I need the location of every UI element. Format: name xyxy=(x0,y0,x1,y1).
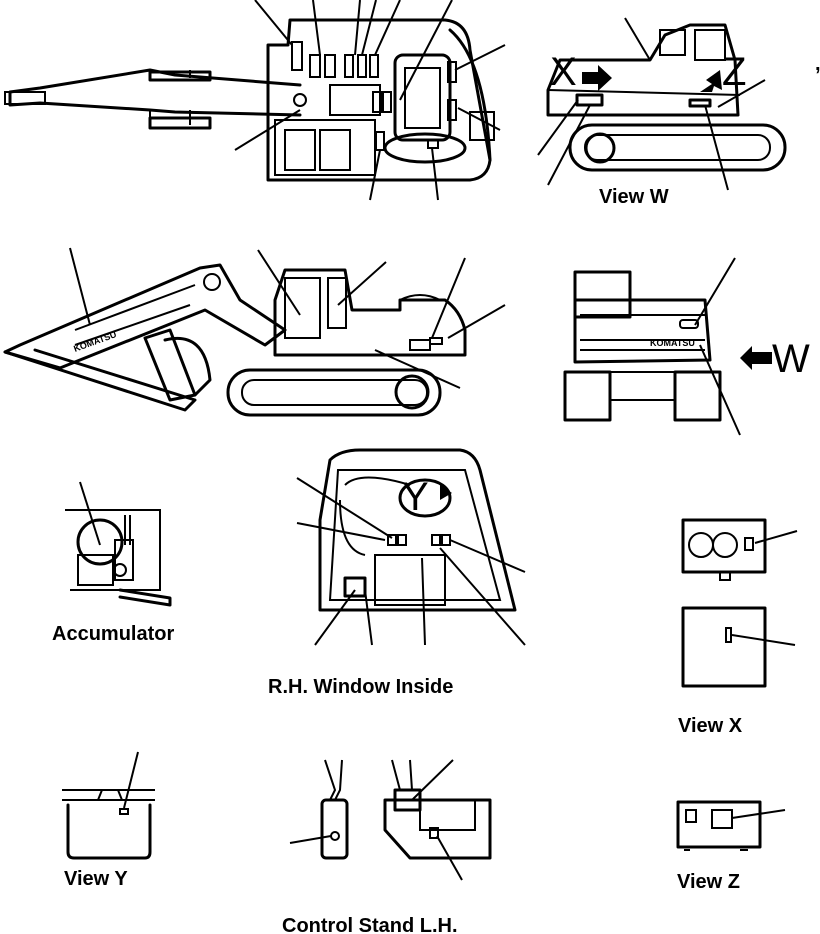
view-y-detail: View Y xyxy=(62,751,155,890)
marker-y: Y xyxy=(402,475,429,519)
rh-window-label: R.H. Window Inside xyxy=(268,676,453,698)
control-stand-detail: Control Stand L.H. xyxy=(282,759,492,934)
machine-top-view xyxy=(4,0,506,201)
view-x-label: View X xyxy=(678,715,743,737)
rh-window-inside: Y R.H. Window Inside xyxy=(268,448,526,698)
marker-z: Z xyxy=(722,50,746,94)
machine-side-view: KOMATSU xyxy=(3,247,506,417)
view-x-detail: View X xyxy=(678,518,798,737)
accumulator-detail: Accumulator xyxy=(52,481,174,645)
rear-brand-text: KOMATSU xyxy=(650,338,695,348)
view-z-detail: View Z xyxy=(676,800,786,893)
accumulator-label: Accumulator xyxy=(52,623,174,645)
boom-brand-text: KOMATSU xyxy=(72,329,118,354)
machine-rear-view: KOMATSU W xyxy=(563,257,810,436)
marker-w: W xyxy=(772,337,810,381)
view-w-label: View W xyxy=(599,186,669,208)
view-y-label: View Y xyxy=(64,868,128,890)
marker-apostrophe: , xyxy=(815,53,820,75)
machine-view-w: X Z , View W xyxy=(537,17,820,208)
control-stand-label: Control Stand L.H. xyxy=(282,915,458,934)
view-z-label: View Z xyxy=(677,871,740,893)
marker-x: X xyxy=(550,50,577,94)
